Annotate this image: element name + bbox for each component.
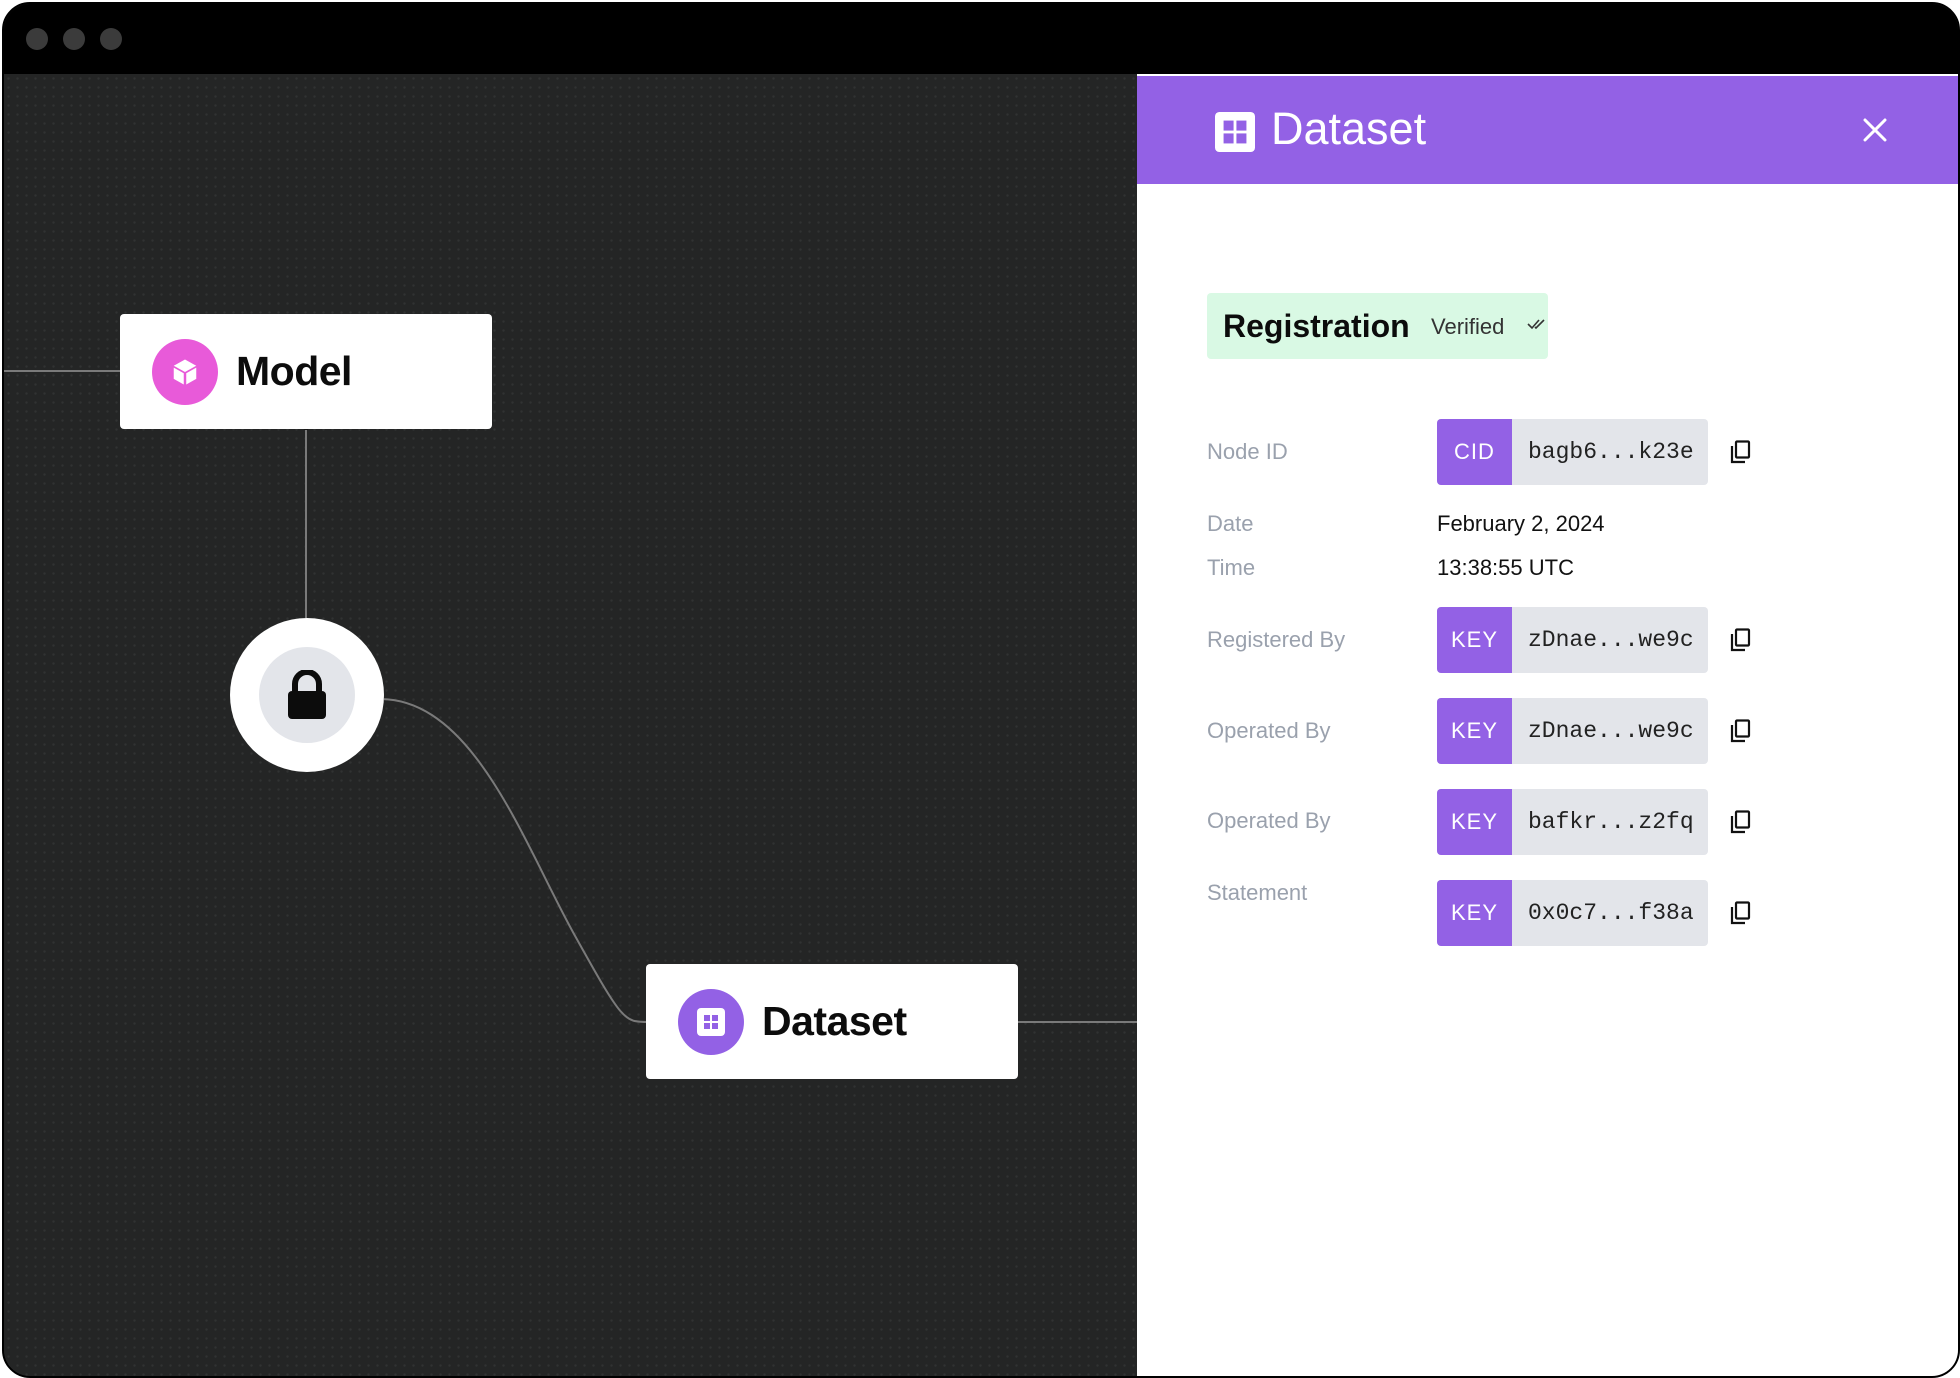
close-icon [1863,118,1887,142]
model-node-label: Model [236,348,352,394]
edge-lock-dataset [379,698,651,1024]
grid-icon [1215,112,1255,157]
key-tag: KEY [1437,880,1512,946]
date-label: Date [1207,511,1254,536]
copy-statement-button[interactable] [1725,897,1757,929]
verified-status: Verified [1431,314,1505,339]
operated-by-pill: KEY bafkr...z2fq [1437,789,1708,855]
dataset-node-label: Dataset [762,998,907,1044]
operated-by-pill: KEY zDnae...we9c [1437,698,1708,764]
operated-by-label: Operated By [1207,808,1331,833]
time-label: Time [1207,555,1256,580]
graph-canvas[interactable]: Model Dataset [4,74,1137,1376]
cid-tag: CID [1437,419,1512,485]
node-id-value: bagb6...k23e [1528,439,1694,465]
copy-icon [1730,901,1751,925]
copy-registered-by-button[interactable] [1725,624,1757,656]
dataset-node[interactable]: Dataset [646,964,1018,1079]
registration-title: Registration [1223,308,1410,344]
window-minimize-dot[interactable] [63,28,85,50]
operated-by-value: bafkr...z2fq [1528,809,1694,835]
registered-by-pill: KEY zDnae...we9c [1437,607,1708,673]
lock-node[interactable] [230,618,384,772]
details-panel: Dataset Registration Verified Node ID CI… [1137,74,1958,1376]
copy-node-id-button[interactable] [1725,436,1757,468]
copy-operated-by-button[interactable] [1725,715,1757,747]
panel-title: Dataset [1271,103,1427,154]
double-check-icon [1527,317,1547,336]
operated-by-value: zDnae...we9c [1528,718,1694,744]
registered-by-value: zDnae...we9c [1528,627,1694,653]
node-id-label: Node ID [1207,439,1288,464]
key-tag: KEY [1437,698,1512,764]
operated-by-label: Operated By [1207,718,1331,743]
copy-operated-by-button[interactable] [1725,806,1757,838]
close-button[interactable] [1855,110,1895,150]
time-value: 13:38:55 UTC [1437,555,1574,580]
statement-label: Statement [1207,880,1308,905]
panel-header: Dataset [1137,76,1958,184]
registered-by-label: Registered By [1207,627,1346,652]
window-close-dot[interactable] [26,28,48,50]
date-value: February 2, 2024 [1437,511,1605,536]
cube-icon [152,338,218,405]
registration-badge: Registration Verified [1207,293,1548,359]
model-node[interactable]: Model [120,314,492,429]
key-tag: KEY [1437,789,1512,855]
window-maximize-dot[interactable] [100,28,122,50]
statement-pill: KEY 0x0c7...f38a [1437,880,1708,946]
node-id-pill: CID bagb6...k23e [1437,419,1708,485]
copy-icon [1730,440,1751,464]
copy-icon [1730,628,1751,652]
grid-icon [678,988,744,1055]
key-tag: KEY [1437,607,1512,673]
lock-icon [259,647,355,743]
copy-icon [1730,810,1751,834]
window-titlebar [4,4,1958,74]
copy-icon [1730,719,1751,743]
statement-value: 0x0c7...f38a [1528,900,1694,926]
graph-edges [4,367,1137,1026]
